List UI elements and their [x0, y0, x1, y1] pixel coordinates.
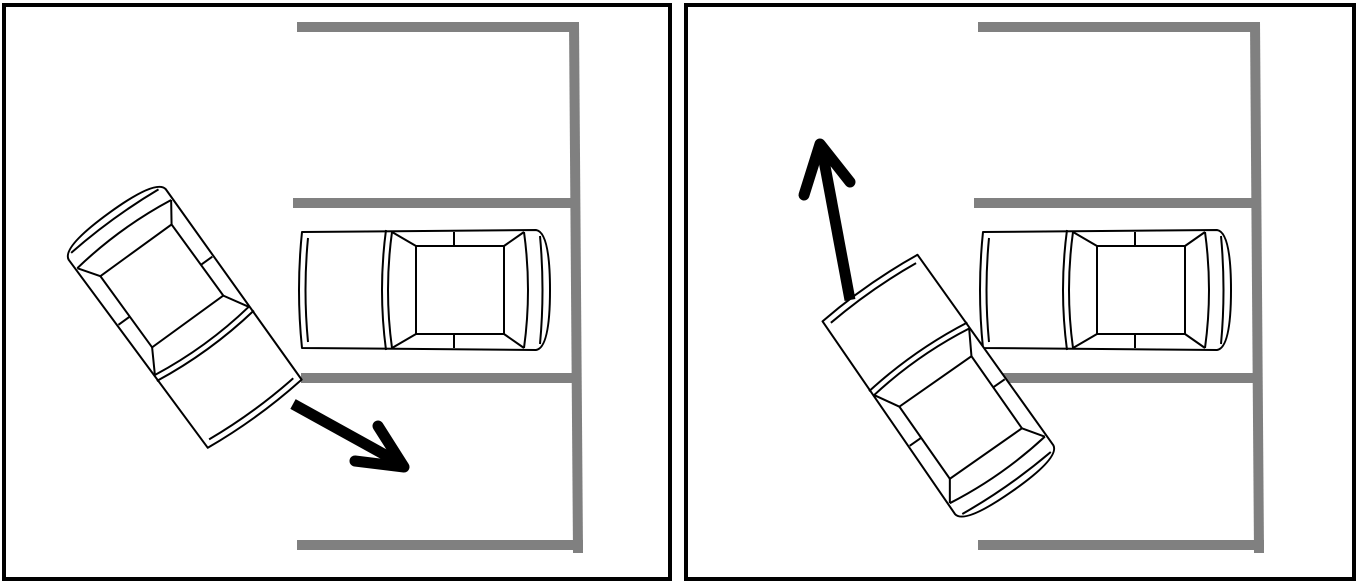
parking-spaces-right	[974, 21, 1264, 554]
direction-arrow-left	[290, 399, 410, 473]
parking-spaces-left	[293, 21, 583, 554]
space-back-wall	[569, 21, 583, 554]
parked-car-left	[298, 229, 551, 351]
car-top-view-icon	[298, 229, 551, 351]
panel-left	[2, 3, 672, 581]
arrow-head	[798, 138, 856, 201]
car-top-view-icon	[979, 229, 1232, 351]
arrow-icon	[290, 399, 401, 467]
arrow-icon	[816, 148, 856, 302]
space-back-wall	[1250, 21, 1264, 554]
direction-arrow-right	[798, 138, 856, 302]
arrow-head	[349, 420, 410, 473]
panel-right	[684, 3, 1356, 581]
parked-car-right	[979, 229, 1232, 351]
